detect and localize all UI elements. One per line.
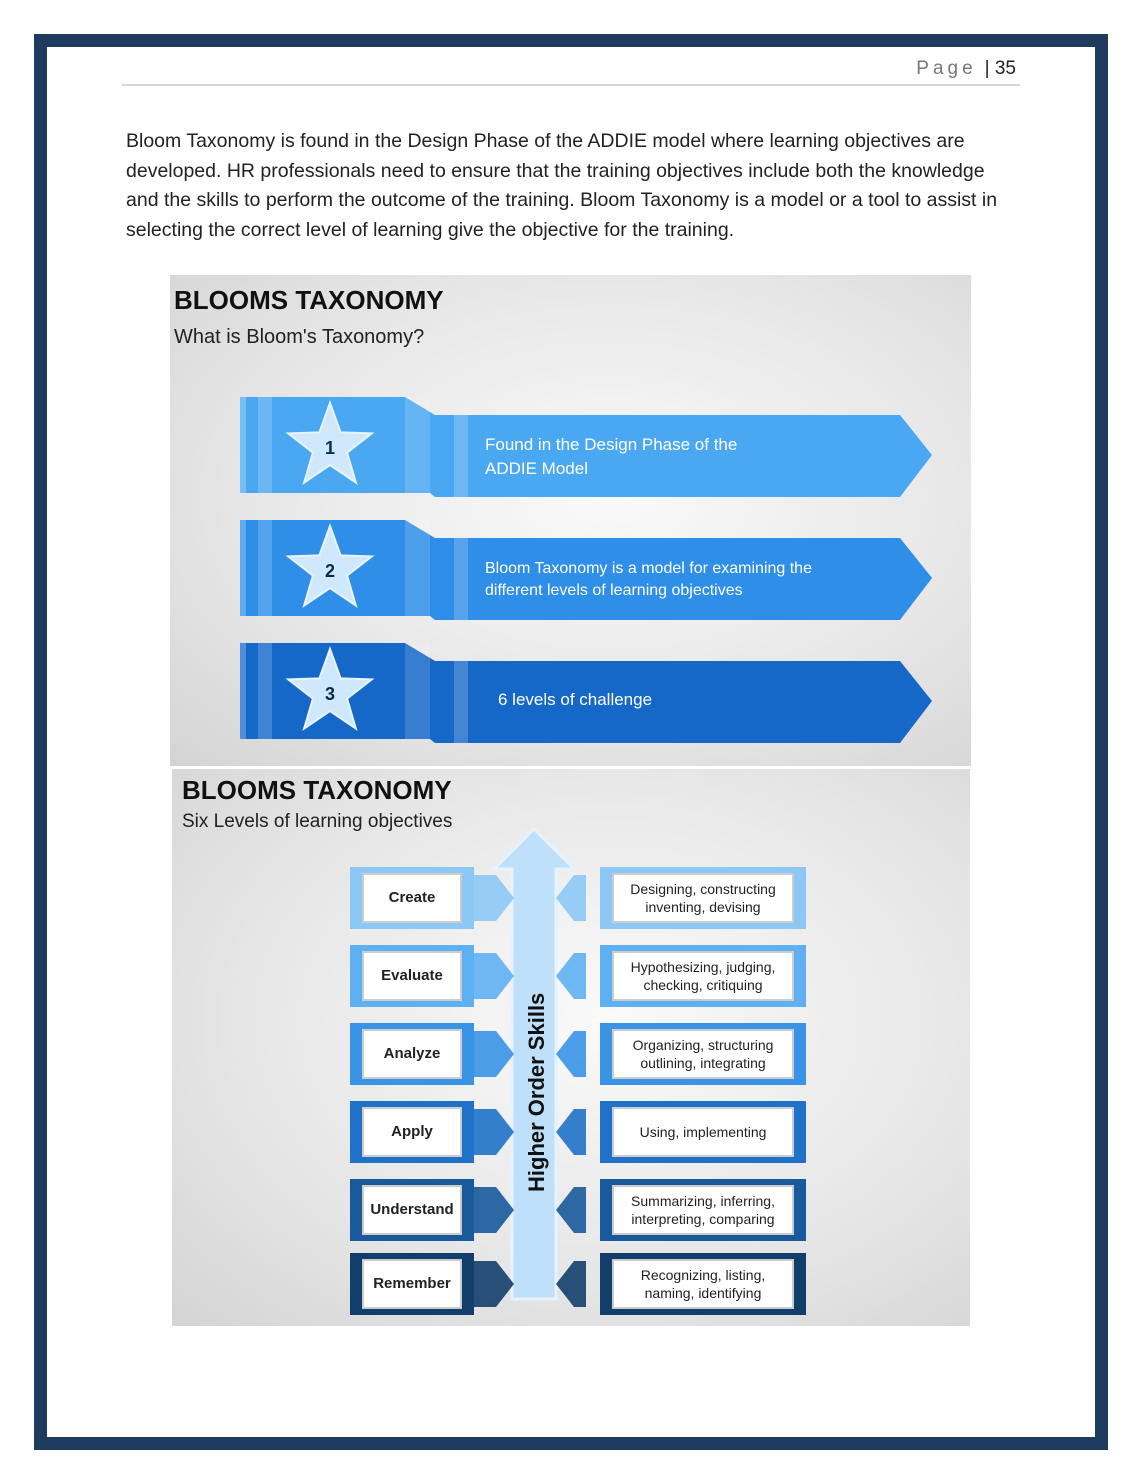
banner-item: 3 6 levels of challenge [240,643,940,743]
level-name: Apply [362,1107,462,1157]
level-name: Understand [362,1185,462,1235]
banner-number: 2 [325,561,335,581]
level-row: Analyze Organizing, structuring outlining… [172,1023,970,1087]
slide-six-levels: BLOOMS TAXONOMY Six Levels of learning o… [172,769,970,1326]
page-header: Page| 35 [122,58,1020,86]
level-name: Create [362,873,462,923]
level-description: Recognizing, listing, naming, identifyin… [612,1259,794,1309]
banner-item: 2 Bloom Taxonomy is a model for examining… [240,520,940,620]
banner-text: Bloom Taxonomy is a model for examining … [485,560,812,599]
level-description: Summarizing, inferring, interpreting, co… [612,1185,794,1235]
level-name: Evaluate [362,951,462,1001]
level-row: Apply Using, implementing [172,1101,970,1165]
star-icon [285,523,375,608]
banner-number: 1 [325,438,335,458]
banner-number: 3 [325,684,335,704]
page-border [34,34,1108,1450]
banner-text: Found in the Design Phase of the ADDIE M… [485,435,738,478]
page-number-label: Page| 35 [916,58,1016,79]
level-description: Designing, constructing inventing, devis… [612,873,794,923]
slide-what-is-blooms: BLOOMS TAXONOMY What is Bloom's Taxonomy… [170,275,971,766]
page-label: Page [916,58,977,79]
slide-subtitle: What is Bloom's Taxonomy? [174,326,425,348]
level-description: Organizing, structuring outlining, integ… [612,1029,794,1079]
level-row: Create Designing, constructing inventing,… [172,867,970,931]
page-number: 35 [994,58,1016,79]
banner-item: 1 Found in the Design Phase of the ADDIE … [240,397,940,497]
level-row: Evaluate Hypothesizing, judging, checking… [172,945,970,1009]
intro-paragraph: Bloom Taxonomy is found in the Design Ph… [126,130,998,241]
higher-order-arrow [490,826,578,1301]
level-row: Remember Recognizing, listing, naming, id… [172,1253,970,1317]
level-name: Analyze [362,1029,462,1079]
level-description: Using, implementing [612,1107,794,1157]
level-row: Understand Summarizing, inferring, interp… [172,1179,970,1243]
slide-subtitle: Six Levels of learning objectives [182,811,453,832]
banner-text: 6 levels of challenge [498,690,653,709]
slide-title: BLOOMS TAXONOMY [174,285,444,315]
star-icon [285,400,375,485]
level-description: Hypothesizing, judging, checking, critiq… [612,951,794,1001]
level-name: Remember [362,1259,462,1309]
star-icon [285,646,375,731]
slide-title: BLOOMS TAXONOMY [182,775,452,805]
